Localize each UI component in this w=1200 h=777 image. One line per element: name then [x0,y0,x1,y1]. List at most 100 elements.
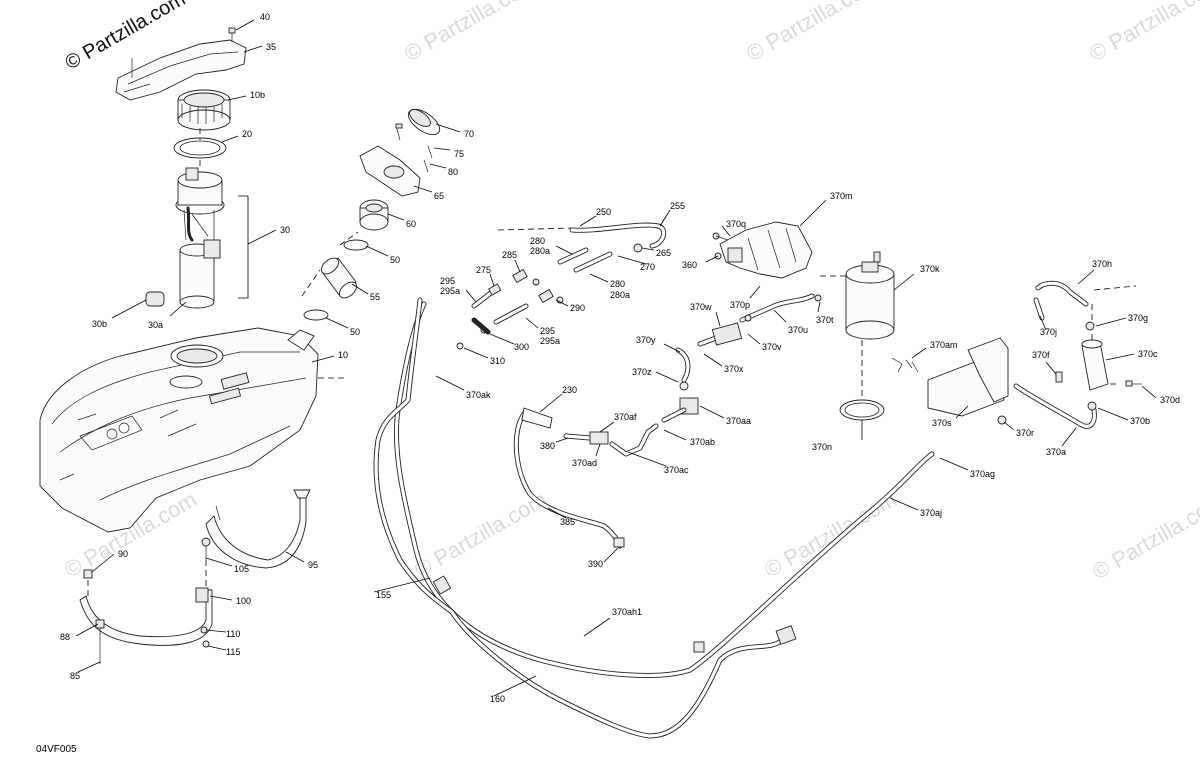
callout-75: 75 [454,149,464,159]
callout-250: 250 [596,207,611,217]
callout-50b: 50 [350,327,360,337]
callout-88: 88 [60,632,70,642]
bracket-35 [115,39,247,101]
watermark: © Partzilla.com [742,0,883,66]
callout-370r: 370r [1016,428,1034,438]
callout-100: 100 [236,596,251,606]
callout-10b: 10b [250,90,265,100]
callout-115: 115 [226,647,240,657]
callout-370j: 370j [1040,327,1057,337]
callout-370aj: 370aj [920,508,942,518]
callout-265: 265 [656,248,671,258]
callout-370h: 370h [1092,259,1112,269]
callout-370ag: 370ag [970,469,995,479]
callout-300: 300 [514,342,529,352]
callout-40: 40 [260,12,270,22]
callout-370y: 370y [636,335,656,345]
callout-90: 90 [118,549,128,559]
callout-50: 50 [390,255,400,265]
callout-labels: 40 35 10b 20 30 30a 30b 10 70 75 80 65 6… [60,12,1180,704]
callout-10: 10 [338,350,348,360]
callout-370ak: 370ak [466,390,491,400]
callout-80: 80 [448,167,458,177]
diagram-code: 04VF005 [36,744,77,755]
callout-370b: 370b [1130,416,1150,426]
callout-370a: 370a [1046,447,1066,457]
callout-160: 160 [490,694,505,704]
callout-370ac: 370ac [664,465,689,475]
clamp-50b [303,309,329,321]
callout-370u: 370u [788,325,808,335]
callout-295: 295 [440,276,455,286]
watermark: © Partzilla.com [1085,0,1200,66]
callout-105: 105 [234,564,249,574]
watermark: © Partzilla.com [1088,489,1200,585]
callout-390: 390 [588,559,603,569]
filler-cap-70 [407,108,441,136]
callout-295b: 295 [540,326,555,336]
callout-270: 270 [640,262,655,272]
callout-295a-2: 295a [540,336,560,346]
filler-neck-60 [359,199,389,231]
fuel-pump-module-30 [175,167,225,309]
callout-255: 255 [670,201,685,211]
callout-35: 35 [266,42,276,52]
callout-370p: 370p [730,300,750,310]
callout-380: 380 [540,441,555,451]
callout-155: 155 [376,590,391,600]
float-30b [145,291,165,307]
callout-370c: 370c [1138,349,1158,359]
lock-ring-10b [177,89,231,131]
watermark: © Partzilla.com [410,487,551,583]
callout-30a: 30a [148,320,163,330]
callout-280: 280 [530,236,545,246]
callout-30: 30 [280,225,290,235]
watermark: © Partzilla.com [400,0,541,66]
callout-370m: 370m [830,191,853,201]
callout-275: 275 [476,265,491,275]
callout-370g: 370g [1128,313,1148,323]
callout-280a-2: 280a [610,290,630,300]
callout-370ad: 370ad [572,458,597,468]
gasket-20 [173,137,227,159]
callout-55: 55 [370,292,380,302]
callout-285: 285 [502,250,517,260]
callout-310: 310 [490,356,505,366]
hose-55 [320,257,358,299]
callout-65: 65 [434,191,444,201]
callout-95: 95 [308,560,318,570]
callout-370d: 370d [1160,395,1180,405]
callout-385: 385 [560,517,575,527]
callout-360: 360 [682,260,697,270]
canister-bracket-370m [719,221,813,279]
callout-60: 60 [406,219,416,229]
callout-295a: 295a [440,286,460,296]
callout-370ab: 370ab [690,437,715,447]
callout-370aa: 370aa [726,416,751,426]
parts-drawing [39,27,1142,739]
callout-20: 20 [242,129,252,139]
callout-370w: 370w [690,302,712,312]
callout-290: 290 [570,303,585,313]
callout-370v: 370v [762,342,782,352]
callout-370k: 370k [920,264,940,274]
callout-230: 230 [562,385,577,395]
callout-370am: 370am [930,340,958,350]
leader-lines [75,19,1157,697]
callout-280b: 280 [610,279,625,289]
fuel-tank-10 [39,327,319,533]
callout-70: 70 [464,129,474,139]
callout-85: 85 [70,671,80,681]
callout-370q: 370q [726,219,746,229]
callout-370s: 370s [932,418,952,428]
callout-30b: 30b [92,319,107,329]
callout-370n: 370n [812,442,832,452]
callout-370z: 370z [632,367,652,377]
charcoal-canister-370k [845,251,895,340]
callout-110: 110 [226,629,240,639]
filter-370c [1081,339,1109,391]
callout-370ah1: 370ah1 [612,607,642,617]
callout-280a: 280a [530,246,550,256]
callout-370f: 370f [1032,350,1050,360]
